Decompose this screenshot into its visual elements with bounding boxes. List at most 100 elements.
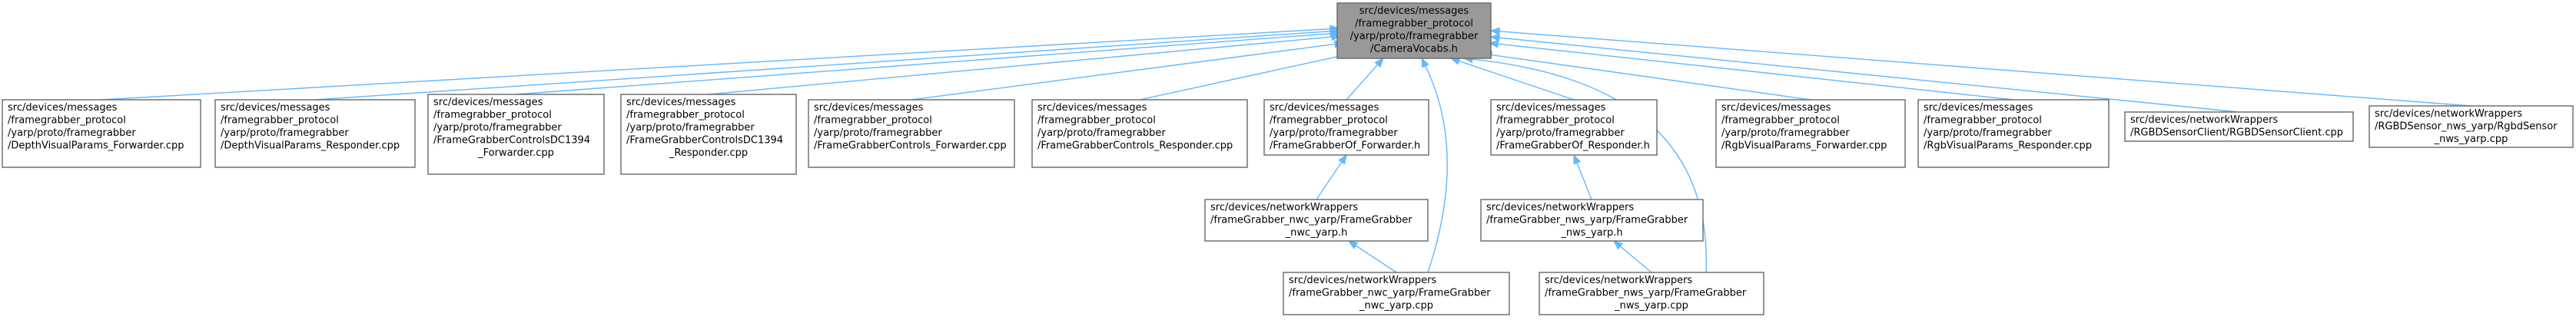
edge-n3-to-root xyxy=(515,29,1340,95)
node-box xyxy=(1917,99,2110,168)
edge-line xyxy=(911,43,1336,101)
node-label-line: /frameGrabber_nwc_yarp/FrameGrabber xyxy=(1210,215,1412,226)
file-node[interactable]: src/devices/networkWrappers/frameGrabber… xyxy=(1539,272,1764,315)
node-box xyxy=(1204,199,1429,242)
node-label-line: /FrameGrabberOf_Responder.h xyxy=(1496,140,1650,152)
arrowhead-icon xyxy=(1612,240,1624,250)
arrowhead-icon xyxy=(1331,32,1342,41)
node-label: src/devices/messages/framegrabber_protoc… xyxy=(1350,5,1479,55)
nodes-layer: src/devices/messages/framegrabber_protoc… xyxy=(2,2,2574,315)
node-label-line: /frameGrabber_nwc_yarp/FrameGrabber xyxy=(1289,288,1491,299)
node-label: src/devices/networkWrappers/frameGrabber… xyxy=(1210,202,1412,239)
edge-n15-to-root xyxy=(1421,57,1448,273)
node-label-line: _nwc_yarp.cpp xyxy=(1359,300,1433,312)
node-label-line: src/devices/networkWrappers xyxy=(1210,202,1358,213)
node-label-line: _nws_yarp.cpp xyxy=(1614,300,1688,312)
node-label-line: src/devices/networkWrappers xyxy=(1545,275,1692,286)
node-box xyxy=(808,99,1015,168)
node-label-line: _nws_yarp.h xyxy=(1560,227,1622,239)
edge-n14-to-n8 xyxy=(1573,153,1592,200)
edge-line xyxy=(1425,65,1448,273)
edge-n11-to-root xyxy=(1489,33,2239,113)
node-label: src/devices/networkWrappers/RGBDSensor_n… xyxy=(2375,108,2558,145)
node-label-line: /FrameGrabberOf_Forwarder.h xyxy=(1270,140,1420,152)
edge-n1-to-root xyxy=(101,25,1340,101)
arrowhead-icon xyxy=(1573,153,1582,165)
node-label-line: /yarp/proto/framegrabber xyxy=(221,127,349,139)
node-label-line: _Responder.cpp xyxy=(669,147,748,159)
node-box xyxy=(1715,99,1906,168)
node-label-line: src/devices/messages xyxy=(626,97,736,108)
edge-line xyxy=(1316,161,1343,200)
node-label-line: /framegrabber_protocol xyxy=(1721,115,1840,127)
file-node[interactable]: src/devices/networkWrappers/frameGrabber… xyxy=(1204,199,1429,242)
node-label-line: /yarp/proto/framegrabber xyxy=(8,127,136,139)
node-label-line: /yarp/proto/framegrabber xyxy=(814,127,942,139)
node-label-line: src/devices/networkWrappers xyxy=(1289,275,1436,286)
node-label-line: /framegrabber_protocol xyxy=(1355,18,1473,30)
edge-line xyxy=(101,28,1331,101)
file-node[interactable]: src/devices/messages/framegrabber_protoc… xyxy=(1715,99,1906,168)
node-label-line: src/devices/networkWrappers xyxy=(2130,114,2278,126)
node-box xyxy=(1263,99,1429,156)
node-label-line: /RGBDSensor_nws_yarp/RgbdSensor xyxy=(2375,121,2558,133)
node-label-line: src/devices/messages xyxy=(8,102,118,114)
file-node[interactable]: src/devices/messages/framegrabber_protoc… xyxy=(1263,99,1429,156)
node-label: src/devices/messages/framegrabber_protoc… xyxy=(1496,102,1650,152)
node-label-line: src/devices/messages xyxy=(1037,102,1147,114)
node-label: src/devices/networkWrappers/frameGrabber… xyxy=(1289,275,1491,312)
node-box xyxy=(620,94,797,175)
node-label-line: src/devices/messages xyxy=(1270,102,1379,114)
edge-n13-to-n7 xyxy=(1316,153,1347,200)
file-node[interactable]: src/devices/networkWrappers/frameGrabber… xyxy=(1283,272,1510,315)
node-box xyxy=(1480,199,1704,242)
file-node[interactable]: src/devices/messages/framegrabber_protoc… xyxy=(427,94,605,175)
node-label: src/devices/messages/framegrabber_protoc… xyxy=(8,102,184,152)
node-label-line: /frameGrabber_nws_yarp/FrameGrabber xyxy=(1545,288,1747,299)
arrowhead-icon xyxy=(1488,40,1499,48)
edge-line xyxy=(515,33,1331,95)
node-box xyxy=(2124,111,2354,142)
node-label-line: /DepthVisualParams_Responder.cpp xyxy=(221,140,400,152)
file-node[interactable]: src/devices/messages/framegrabber_protoc… xyxy=(2,99,201,168)
file-node[interactable]: src/devices/messages/framegrabber_protoc… xyxy=(808,99,1015,168)
node-label-line: /yarp/proto/framegrabber xyxy=(1270,127,1398,139)
file-node[interactable]: src/devices/networkWrappers/RGBDSensorCl… xyxy=(2124,111,2354,142)
edge-n12-to-root xyxy=(1489,27,2471,107)
node-label: src/devices/messages/framegrabber_protoc… xyxy=(626,97,783,159)
node-label-line: /CameraVocabs.h xyxy=(1370,44,1458,55)
node-label-line: /framegrabber_protocol xyxy=(1496,115,1615,127)
edge-n10-to-root xyxy=(1488,40,2014,101)
edge-line xyxy=(1499,31,2471,107)
node-label: src/devices/messages/framegrabber_protoc… xyxy=(221,102,400,152)
edges-layer xyxy=(101,25,2471,273)
node-label-line: /RgbVisualParams_Forwarder.cpp xyxy=(1721,140,1887,152)
root-node: src/devices/messages/framegrabber_protoc… xyxy=(1336,2,1492,59)
arrowhead-icon xyxy=(1489,27,1500,36)
node-label: src/devices/messages/framegrabber_protoc… xyxy=(433,97,590,159)
edge-n9-to-root xyxy=(1482,51,1811,101)
edge-line xyxy=(708,36,1333,95)
node-label-line: /yarp/proto/framegrabber xyxy=(433,122,562,134)
edge-line xyxy=(1497,43,2014,101)
file-node[interactable]: src/devices/networkWrappers/frameGrabber… xyxy=(1480,199,1704,242)
node-label-line: /RGBDSensorClient/RGBDSensorClient.cpp xyxy=(2130,127,2343,139)
file-node[interactable]: src/devices/messages/framegrabber_protoc… xyxy=(214,99,416,168)
node-label-line: src/devices/messages xyxy=(221,102,330,114)
node-label-line: src/devices/networkWrappers xyxy=(1486,202,1634,213)
node-box xyxy=(1539,272,1764,315)
file-node[interactable]: src/devices/networkWrappers/RGBDSensor_n… xyxy=(2369,105,2574,148)
node-box xyxy=(1336,2,1492,59)
edge-line xyxy=(1491,54,1811,101)
file-node[interactable]: src/devices/messages/framegrabber_protoc… xyxy=(1917,99,2110,168)
node-label-line: /FrameGrabberControls_Responder.cpp xyxy=(1037,140,1233,152)
node-label: src/devices/messages/framegrabber_protoc… xyxy=(1721,102,1887,152)
node-label-line: /yarp/proto/framegrabber xyxy=(1496,127,1625,139)
node-label-line: /FrameGrabberControls_Forwarder.cpp xyxy=(814,140,1007,152)
edge-n16-to-n14 xyxy=(1612,240,1652,273)
file-node[interactable]: src/devices/messages/framegrabber_protoc… xyxy=(1490,99,1658,156)
file-node[interactable]: src/devices/messages/framegrabber_protoc… xyxy=(620,94,797,175)
node-box xyxy=(1031,99,1248,168)
node-label-line: /framegrabber_protocol xyxy=(221,115,339,127)
file-node[interactable]: src/devices/messages/framegrabber_protoc… xyxy=(1031,99,1248,168)
